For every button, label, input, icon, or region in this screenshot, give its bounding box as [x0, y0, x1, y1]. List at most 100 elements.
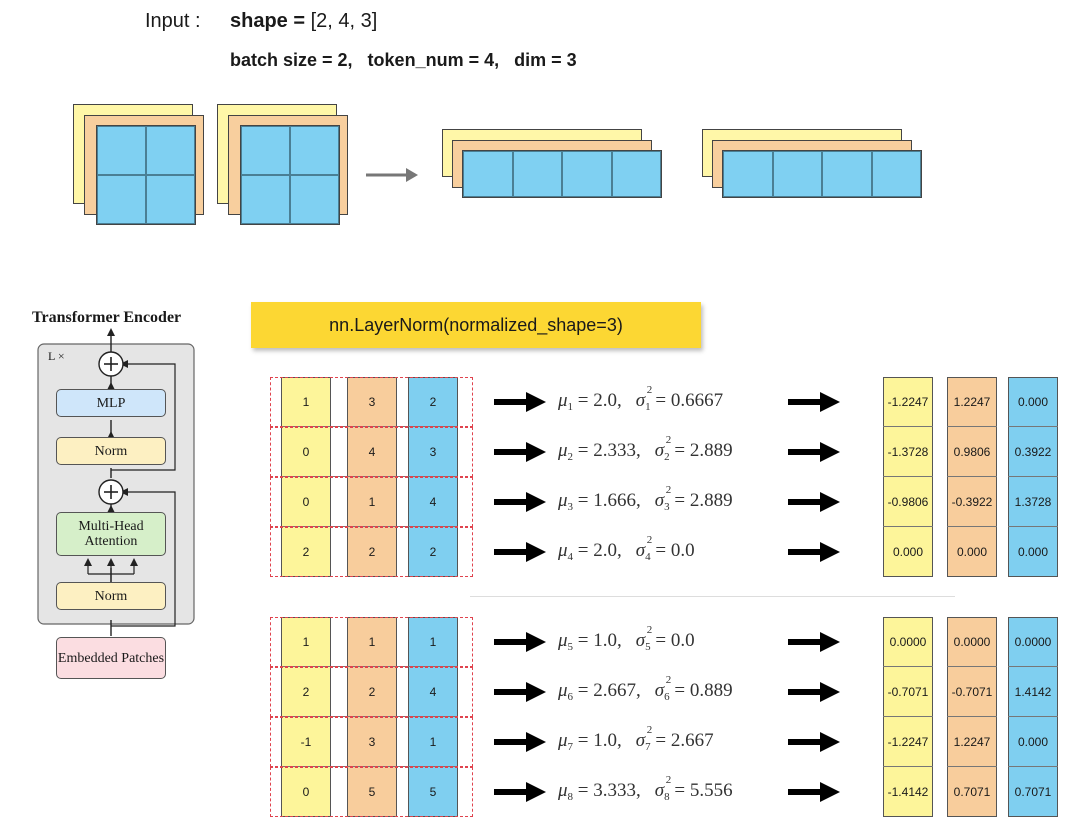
output-value: 1.2247: [953, 735, 991, 749]
output-value: 1.2247: [953, 395, 991, 409]
right-arrow-icon: [494, 632, 546, 652]
right-arrow-icon: [788, 632, 840, 652]
input-label: Input :: [145, 10, 201, 32]
output-value: -1.4142: [887, 785, 929, 799]
input-value: 4: [368, 445, 376, 459]
output-value: -0.7071: [951, 685, 993, 699]
right-arrow-icon: [494, 732, 546, 752]
output-value: -1.2247: [887, 395, 929, 409]
encoder-repeat-label: L ×: [48, 349, 65, 363]
output-value: 0.000: [892, 545, 924, 559]
input-value: 3: [429, 445, 437, 459]
input-value: 5: [429, 785, 437, 799]
input-value: 2: [368, 685, 376, 699]
right-arrow-icon: [494, 542, 546, 562]
shape-label: shape =: [230, 10, 311, 32]
encoder-norm-block-bottom: Norm: [56, 582, 166, 610]
output-value: -1.3728: [887, 445, 929, 459]
row-separator: [1008, 426, 1058, 427]
right-arrow-icon: [788, 392, 840, 412]
output-column-yellow: [883, 617, 933, 817]
reshape-arrow-icon: [366, 168, 418, 182]
input-value: 2: [429, 545, 437, 559]
token-outline: [270, 617, 473, 667]
encoder-norm-block-top: Norm: [56, 437, 166, 465]
input-value: 3: [368, 735, 376, 749]
layernorm-banner: nn.LayerNorm(normalized_shape=3): [251, 302, 701, 348]
output-value: 0.000: [1017, 545, 1049, 559]
row-separator: [947, 526, 997, 527]
right-arrow-icon: [494, 782, 546, 802]
output-value: 0.7071: [1014, 785, 1052, 799]
row-separator: [883, 426, 933, 427]
output-column-yellow: [883, 377, 933, 577]
encoder-mlp-block: MLP: [56, 389, 166, 417]
input-value: 1: [429, 735, 437, 749]
shape-value: [2, 4, 3]: [310, 10, 378, 32]
input-value: 0: [302, 785, 310, 799]
tensor-layer-blue: [722, 150, 922, 198]
input-value: 0: [302, 445, 310, 459]
input-value: 2: [368, 545, 376, 559]
row-separator: [1008, 476, 1058, 477]
output-column-orange: [947, 377, 997, 577]
row-separator: [883, 526, 933, 527]
token-outline: [270, 717, 473, 767]
output-value: 0.0000: [1014, 635, 1052, 649]
output-value: -0.9806: [887, 495, 929, 509]
right-arrow-icon: [788, 682, 840, 702]
output-value: 0.7071: [953, 785, 991, 799]
input-value: 5: [368, 785, 376, 799]
right-arrow-icon: [788, 542, 840, 562]
input-value: 1: [368, 635, 376, 649]
row-separator: [1008, 766, 1058, 767]
row-separator: [1008, 666, 1058, 667]
output-column-blue: [1008, 617, 1058, 817]
output-value: 0.000: [956, 545, 988, 559]
output-value: 0.000: [1017, 395, 1049, 409]
encoder-title: Transformer Encoder: [32, 309, 182, 326]
output-value: -0.3922: [951, 495, 993, 509]
output-value: 1.3728: [1014, 495, 1052, 509]
input-value: 3: [368, 395, 376, 409]
output-value: 0.0000: [953, 635, 991, 649]
input-value: -1: [300, 735, 312, 749]
row-separator: [947, 666, 997, 667]
right-arrow-icon: [494, 682, 546, 702]
row-separator: [883, 766, 933, 767]
row-separator: [883, 666, 933, 667]
row-separator: [883, 476, 933, 477]
tensor-layer-blue: [462, 150, 662, 198]
token-outline: [270, 667, 473, 717]
row-separator: [947, 716, 997, 717]
shape-text: shape = [2, 4, 3]: [230, 10, 377, 33]
input-value: 1: [429, 635, 437, 649]
input-value: 2: [302, 685, 310, 699]
input-value: 1: [302, 395, 310, 409]
output-column-orange: [947, 617, 997, 817]
input-value: 1: [302, 635, 310, 649]
input-value: 1: [368, 495, 376, 509]
tensor-layer-blue: [96, 125, 196, 225]
right-arrow-icon: [494, 442, 546, 462]
batch-divider: [470, 596, 955, 597]
input-value: 4: [429, 685, 437, 699]
row-separator: [1008, 526, 1058, 527]
right-arrow-icon: [788, 492, 840, 512]
output-column-blue: [1008, 377, 1058, 577]
row-separator: [947, 766, 997, 767]
output-value: -1.2247: [887, 735, 929, 749]
token-outline: [270, 477, 473, 527]
input-value: 2: [302, 545, 310, 559]
token-outline: [270, 767, 473, 817]
token-outline: [270, 527, 473, 577]
right-arrow-icon: [788, 782, 840, 802]
row-separator: [947, 426, 997, 427]
